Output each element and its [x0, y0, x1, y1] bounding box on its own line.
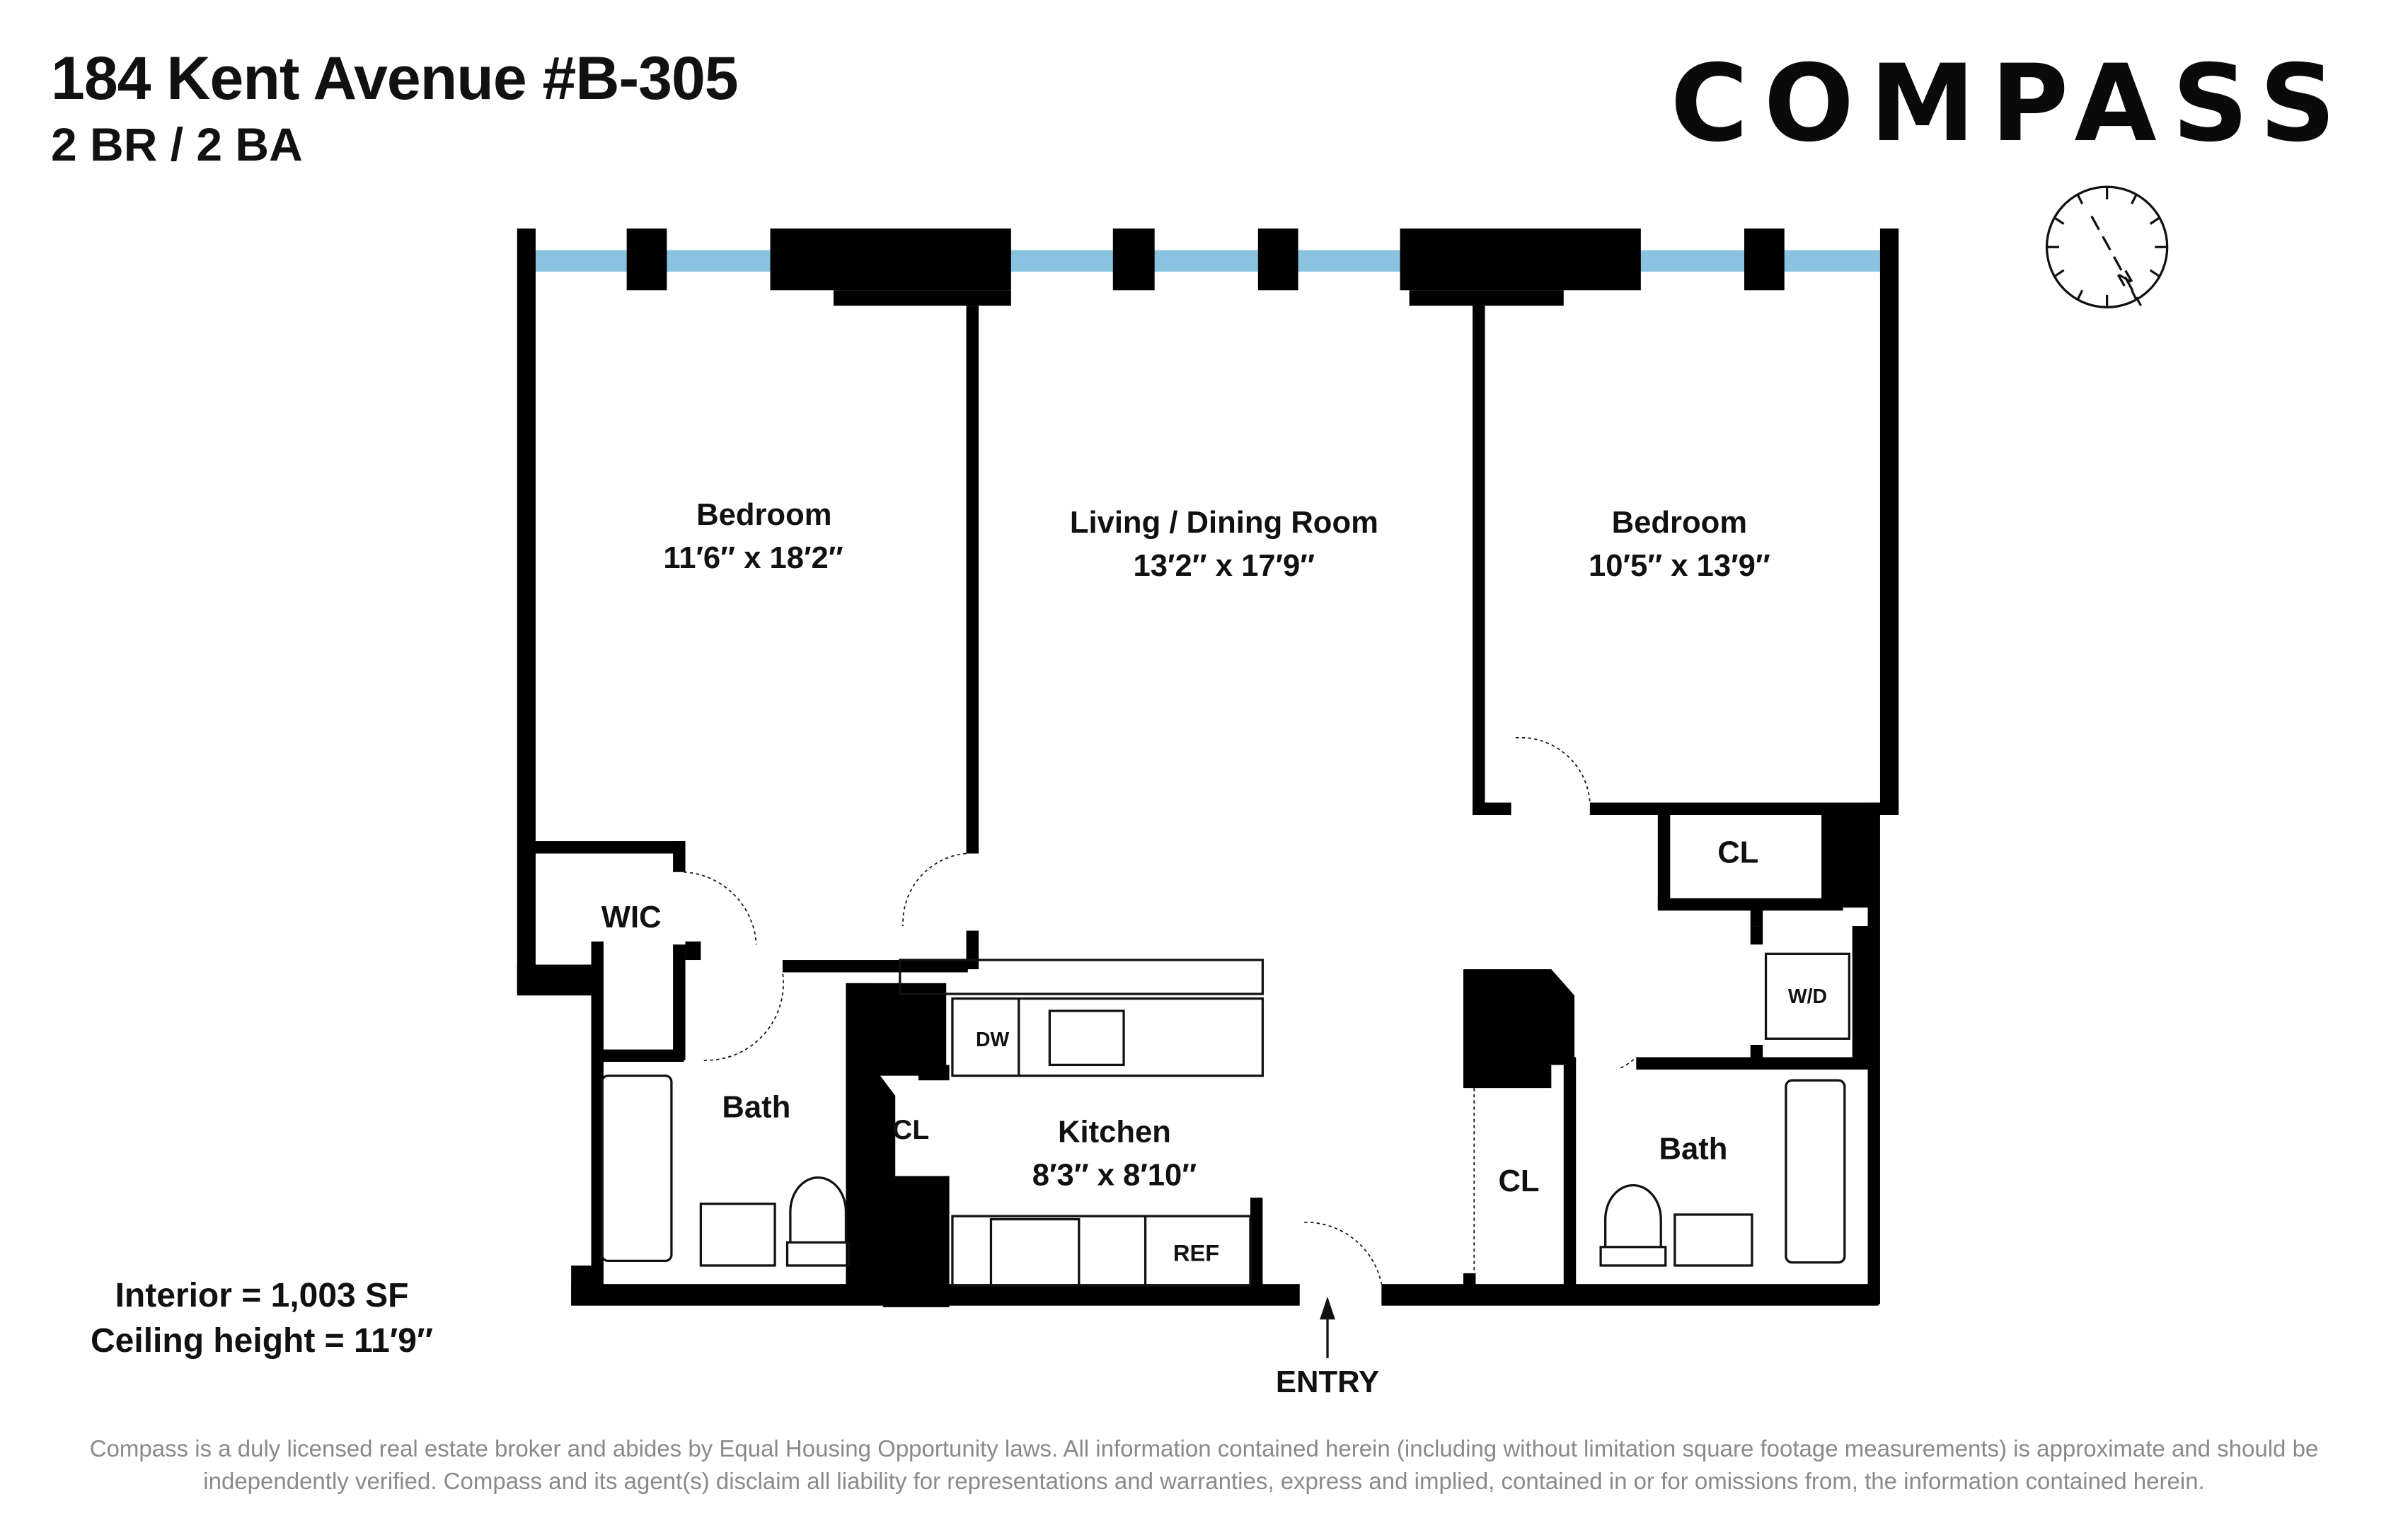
room-kitchen: Kitchen 8′3″ x 8′10″ [1032, 1115, 1197, 1192]
kitchen-sink-icon [1048, 1009, 1125, 1067]
room-bedroom-left: Bedroom 11′6″ x 18′2″ [663, 498, 843, 575]
svg-text:10′5″ x 13′9″: 10′5″ x 13′9″ [1589, 549, 1770, 583]
compass-logo: COMPASS [1670, 42, 2351, 166]
svg-text:Kitchen: Kitchen [1058, 1115, 1171, 1149]
disclaimer-line-1: Compass is a duly licensed real estate b… [89, 1435, 2319, 1462]
unit-stats: Interior = 1,003 SF Ceiling height = 11′… [78, 1273, 446, 1364]
room-closet-kitchen: CL [892, 1114, 929, 1145]
room-wic: WIC [601, 901, 662, 934]
window-band [532, 250, 1884, 272]
entry-label: ENTRY [1276, 1365, 1379, 1399]
room-bath-right: Bath [1659, 1132, 1728, 1166]
room-bath-left: Bath [722, 1091, 790, 1125]
room-closet-bedroom: CL [1717, 836, 1758, 870]
svg-text:N: N [2114, 266, 2136, 291]
unit-summary: 2 BR / 2 BA [51, 118, 303, 170]
room-bedroom-right: Bedroom 10′5″ x 13′9″ [1589, 506, 1770, 583]
svg-text:11′6″ x 18′2″: 11′6″ x 18′2″ [663, 541, 843, 575]
svg-text:Bedroom: Bedroom [1612, 506, 1747, 540]
arrow-up-icon [1320, 1296, 1335, 1358]
listing-address: 184 Kent Avenue #B-305 [51, 45, 739, 112]
room-closet-entry: CL [1498, 1164, 1539, 1198]
room-living-dining: Living / Dining Room 13′2″ x 17′9″ [1070, 506, 1378, 583]
svg-text:13′2″ x 17′9″: 13′2″ x 17′9″ [1134, 549, 1315, 583]
cooktop-icon [989, 1217, 1081, 1287]
interior-area: Interior = 1,003 SF [115, 1277, 409, 1314]
compass-rose-icon: N [2045, 185, 2169, 308]
disclaimer-line-2: independently verified. Compass and its … [203, 1468, 2205, 1494]
ceiling-height: Ceiling height = 11′9″ [91, 1322, 433, 1360]
svg-text:Bedroom: Bedroom [696, 498, 831, 532]
svg-text:Living / Dining Room: Living / Dining Room [1070, 506, 1378, 540]
washer-dryer-label: W/D [1788, 985, 1827, 1008]
legal-disclaimer: Compass is a duly licensed real estate b… [42, 1432, 2366, 1498]
dishwasher-label: DW [976, 1029, 1009, 1051]
svg-text:8′3″ x 8′10″: 8′3″ x 8′10″ [1032, 1159, 1197, 1193]
refrigerator-label: REF [1173, 1239, 1219, 1266]
